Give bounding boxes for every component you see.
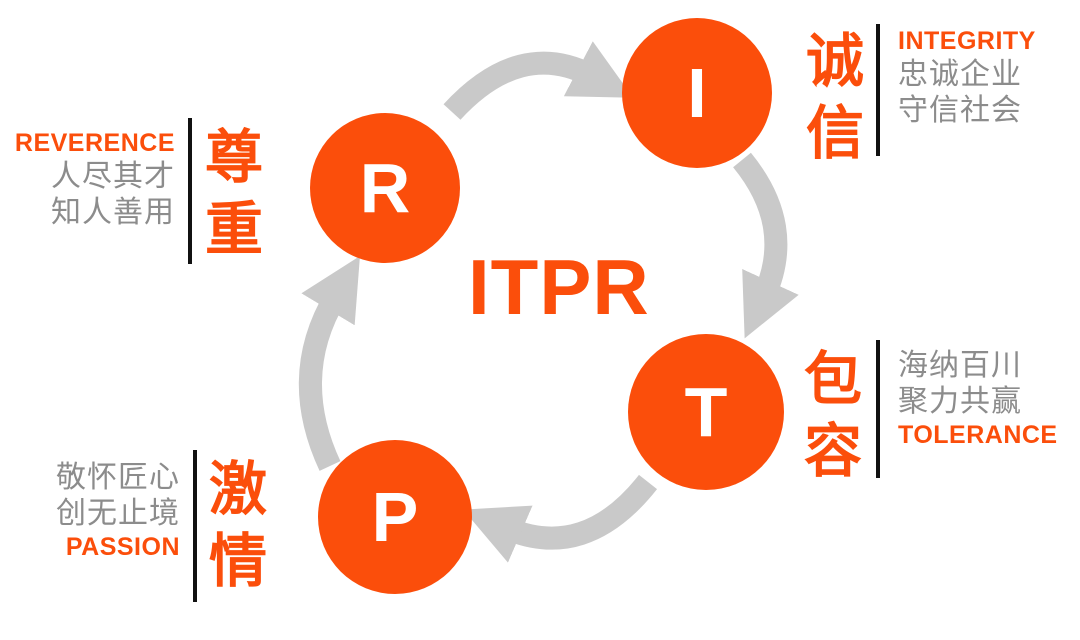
node-circle-passion: P bbox=[318, 440, 472, 594]
tolerance-en-label: TOLERANCE bbox=[898, 421, 1058, 449]
tolerance-description: 海纳百川 聚力共赢 TOLERANCE bbox=[898, 348, 1058, 451]
node-circle-integrity: I bbox=[622, 18, 772, 168]
node-letter-t: T bbox=[684, 373, 728, 451]
node-circle-tolerance: T bbox=[628, 334, 784, 490]
integrity-desc-line-2: 守信社会 bbox=[898, 94, 1022, 128]
integrity-description: INTEGRITY 忠诚企业 守信社会 bbox=[898, 26, 1036, 129]
arrow-r-to-i-icon bbox=[443, 41, 634, 120]
arrow-t-to-p-icon bbox=[463, 474, 658, 563]
tolerance-cn-word: 包容 bbox=[804, 347, 863, 484]
passion-cn-word: 激情 bbox=[209, 457, 268, 594]
tolerance-desc-line-2: 聚力共赢 bbox=[898, 385, 1022, 418]
reverence-desc-line-1: 人尽其才 bbox=[51, 160, 175, 194]
node-letter-i: I bbox=[687, 54, 707, 132]
passion-desc-line-2: 创无止境 bbox=[56, 497, 180, 530]
arrow-i-to-t-icon bbox=[732, 152, 799, 339]
node-circle-reverence: R bbox=[310, 113, 460, 263]
integrity-en-label: INTEGRITY bbox=[898, 27, 1036, 55]
reverence-divider bbox=[188, 118, 192, 264]
passion-desc-line-1: 敬怀匠心 bbox=[56, 461, 180, 494]
node-letter-r: R bbox=[359, 149, 411, 227]
passion-description: 敬怀匠心 创无止境 PASSION bbox=[56, 460, 180, 563]
reverence-cn-word: 尊重 bbox=[205, 125, 264, 262]
passion-divider bbox=[193, 450, 197, 602]
integrity-divider bbox=[876, 24, 880, 156]
integrity-desc-line-1: 忠诚企业 bbox=[898, 58, 1022, 92]
integrity-cn-word: 诚信 bbox=[806, 29, 865, 166]
reverence-desc-line-2: 知人善用 bbox=[51, 196, 175, 230]
reverence-en-label: REVERENCE bbox=[14, 129, 175, 157]
tolerance-divider bbox=[876, 340, 880, 478]
node-letter-p: P bbox=[371, 478, 419, 556]
passion-en-label: PASSION bbox=[65, 533, 180, 561]
tolerance-desc-line-1: 海纳百川 bbox=[898, 349, 1022, 382]
arrow-p-to-r-icon bbox=[299, 256, 360, 471]
diagram-title: ITPR bbox=[468, 243, 650, 331]
reverence-description: REVERENCE 人尽其才 知人善用 bbox=[15, 128, 175, 231]
